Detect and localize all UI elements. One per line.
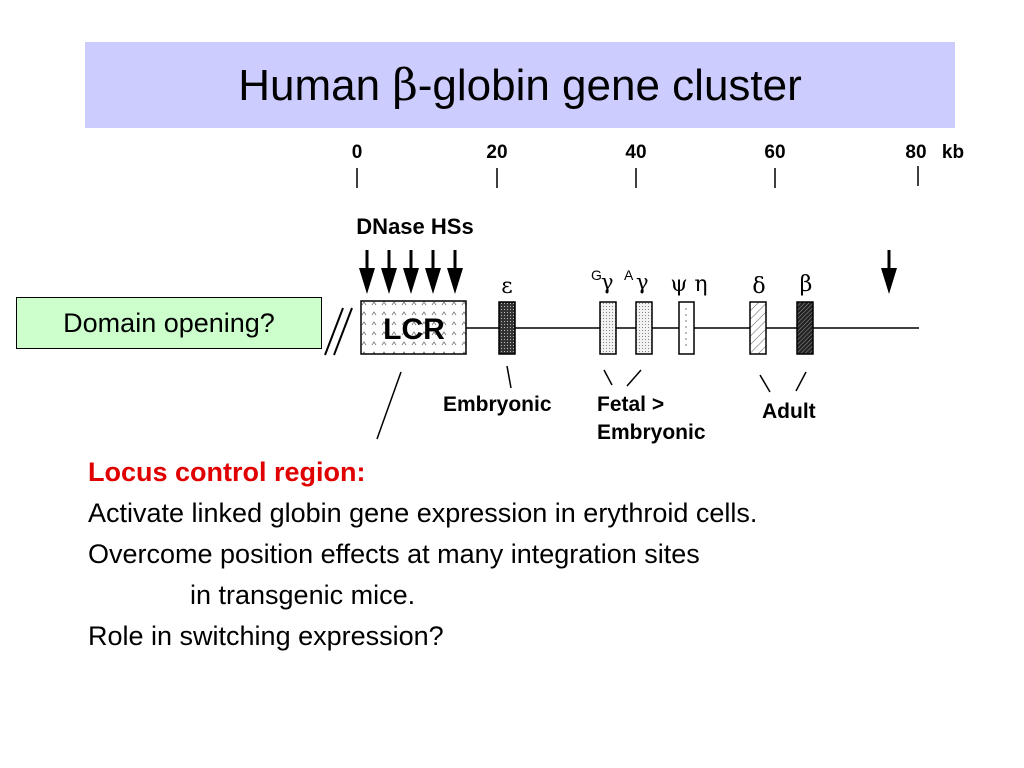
eta-label: η xyxy=(694,272,707,297)
delta-gene xyxy=(749,301,767,355)
hs-arrow-3prime xyxy=(881,250,897,294)
scale-unit: kb xyxy=(942,142,964,163)
hs-arrows xyxy=(359,250,897,294)
fetal-label: Fetal > xyxy=(597,393,664,416)
title-bar: Human β-globin gene cluster xyxy=(85,42,955,128)
lcr-heading: Locus control region: xyxy=(88,457,366,487)
lcr-description: Locus control region: Activate linked gl… xyxy=(88,452,757,657)
fetal-pointer xyxy=(626,369,642,387)
hs-arrow xyxy=(381,250,397,294)
hs-arrow xyxy=(403,250,419,294)
lcr-pointer xyxy=(376,371,402,440)
domain-opening-box: Domain opening? xyxy=(16,297,322,349)
scale-tick-label: 80 xyxy=(905,142,926,163)
slide-title: Human β-globin gene cluster xyxy=(238,60,802,111)
adult-pointer xyxy=(759,374,771,393)
beta-label: β xyxy=(800,272,813,297)
fetal-embryonic-label: Embryonic xyxy=(597,421,706,444)
hs-arrow xyxy=(425,250,441,294)
hs-arrow xyxy=(447,250,463,294)
a-gamma-label: γ xyxy=(636,270,649,294)
embryonic-pointer xyxy=(506,365,512,389)
scale-tick-label: 60 xyxy=(764,142,785,163)
scale-tick-label: 40 xyxy=(625,142,646,163)
delta-label: δ xyxy=(752,274,765,299)
kb-scale: 0 20 40 60 80 kb xyxy=(352,142,964,188)
hs-arrow xyxy=(359,250,375,294)
g-gamma-superscript: G xyxy=(591,267,602,283)
scale-tick-label: 20 xyxy=(486,142,507,163)
psi-label: ψ xyxy=(670,272,687,297)
a-gamma-superscript: A xyxy=(624,267,634,283)
lcr-box xyxy=(360,300,467,355)
beta-gene xyxy=(796,301,814,355)
scale-tick-label: 0 xyxy=(352,142,363,163)
description-line: in transgenic mice. xyxy=(190,580,416,610)
lcr-label: LCR xyxy=(383,313,445,346)
g-gamma-gene xyxy=(599,301,617,355)
epsilon-gene xyxy=(498,301,516,355)
description-line: Overcome position effects at many integr… xyxy=(88,539,700,569)
a-gamma-gene xyxy=(635,301,653,355)
fetal-pointer xyxy=(603,369,613,386)
adult-label: Adult xyxy=(762,400,816,423)
epsilon-label: ε xyxy=(501,274,512,299)
g-gamma-label: γ xyxy=(601,270,614,294)
chromosome-break-mark xyxy=(324,307,353,356)
dnase-hss-label: DNase HSs xyxy=(356,214,473,239)
adult-pointer xyxy=(795,371,807,392)
embryonic-label: Embryonic xyxy=(443,393,552,416)
description-line: Activate linked globin gene expression i… xyxy=(88,498,758,528)
description-line: Role in switching expression? xyxy=(88,621,444,651)
